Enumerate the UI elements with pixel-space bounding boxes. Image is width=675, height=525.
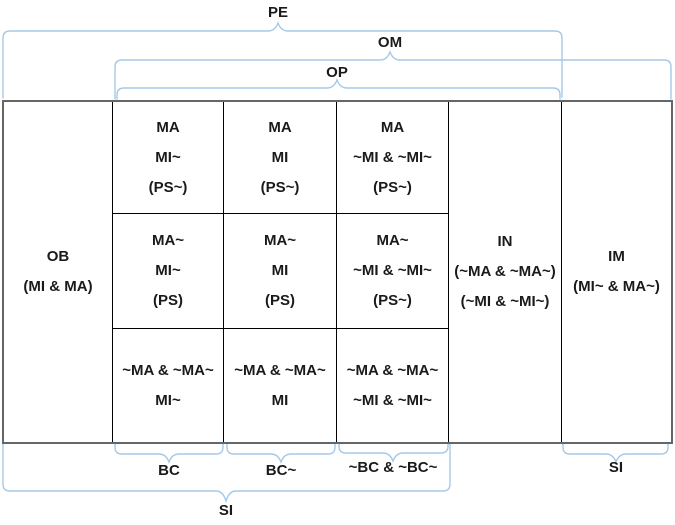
cell-r1c3: MA MI (PS~)	[224, 102, 337, 214]
brace-bc-tilde	[226, 443, 336, 464]
brace-label-si-bottom: SI	[218, 502, 234, 519]
brace-label-bc-tilde: BC~	[265, 462, 297, 479]
cell-line: (PS~)	[373, 292, 412, 309]
cell-line: IM	[608, 248, 625, 265]
cell-line: ~MI & ~MI~	[353, 148, 432, 166]
cell-r1c4: MA ~MI & ~MI~ (PS~)	[337, 102, 449, 214]
cell-line: (~MA & ~MA~)	[454, 263, 556, 280]
cell-line: ~MI & ~MI~	[353, 262, 432, 279]
cell-line: (PS~)	[373, 178, 412, 196]
brace-si-right	[562, 443, 669, 464]
cell-line: MI	[271, 391, 289, 409]
cell-line: MI~	[155, 391, 181, 409]
brace-label-bc: BC	[158, 462, 180, 479]
brace-si-bottom	[2, 443, 451, 504]
cell-r3c4: ~MA & ~MA~ ~MI & ~MI~	[337, 329, 449, 442]
cell-line: MA	[380, 118, 405, 136]
brace-label-op: OP	[326, 64, 348, 81]
cell-im: IM (MI~ & MA~)	[562, 102, 671, 442]
brace-nbc-nbct	[338, 443, 449, 463]
cell-line: MI	[271, 148, 289, 166]
cell-line: ~MI & ~MI~	[353, 391, 432, 409]
cell-r3c3: ~MA & ~MA~ MI	[224, 329, 337, 442]
brace-bc	[114, 443, 224, 464]
cell-line: MA~	[151, 232, 185, 249]
cell-line: (PS~)	[260, 178, 300, 196]
brace-label-om: OM	[377, 34, 403, 51]
brace-label-nbc-nbct: ~BC & ~BC~	[348, 459, 438, 476]
cell-line: MA~	[263, 232, 297, 249]
brace-label-pe: PE	[267, 4, 289, 21]
cell-line: OB	[46, 248, 70, 265]
brace-label-si-right: SI	[608, 459, 624, 476]
cell-line: (PS~)	[148, 178, 188, 196]
brace-pe	[2, 21, 563, 99]
cell-line: ~MA & ~MA~	[234, 361, 326, 379]
cell-line: ~MA & ~MA~	[346, 361, 439, 379]
cell-line: (PS)	[265, 292, 295, 309]
brace-om	[114, 50, 672, 100]
brace-op	[116, 78, 561, 100]
cell-r1c2: MA MI~ (PS~)	[113, 102, 224, 214]
cell-line: MA	[156, 118, 180, 136]
cell-line: IN	[497, 233, 513, 250]
cell-r2c2: MA~ MI~ (PS)	[113, 214, 224, 329]
cell-line: MI~	[155, 148, 181, 166]
cell-line: MI~	[155, 262, 181, 279]
cell-r2c4: MA~ ~MI & ~MI~ (PS~)	[337, 214, 449, 329]
cell-line: MI	[271, 262, 289, 279]
cell-ob: OB (MI & MA)	[4, 102, 113, 442]
cell-line: (~MI & ~MI~)	[460, 293, 550, 310]
cell-line: MA~	[376, 232, 409, 249]
cell-line: (MI~ & MA~)	[573, 278, 660, 295]
cell-r2c3: MA~ MI (PS)	[224, 214, 337, 329]
cell-r3c2: ~MA & ~MA~ MI~	[113, 329, 224, 442]
cell-line: MA	[268, 118, 292, 136]
cell-line: (MI & MA)	[23, 278, 93, 295]
cell-in: IN (~MA & ~MA~) (~MI & ~MI~)	[449, 102, 562, 442]
cell-line: (PS)	[153, 292, 183, 309]
cell-line: ~MA & ~MA~	[122, 361, 214, 379]
partition-table: OB (MI & MA) MA MI~ (PS~) MA MI (PS~) MA…	[2, 100, 673, 444]
